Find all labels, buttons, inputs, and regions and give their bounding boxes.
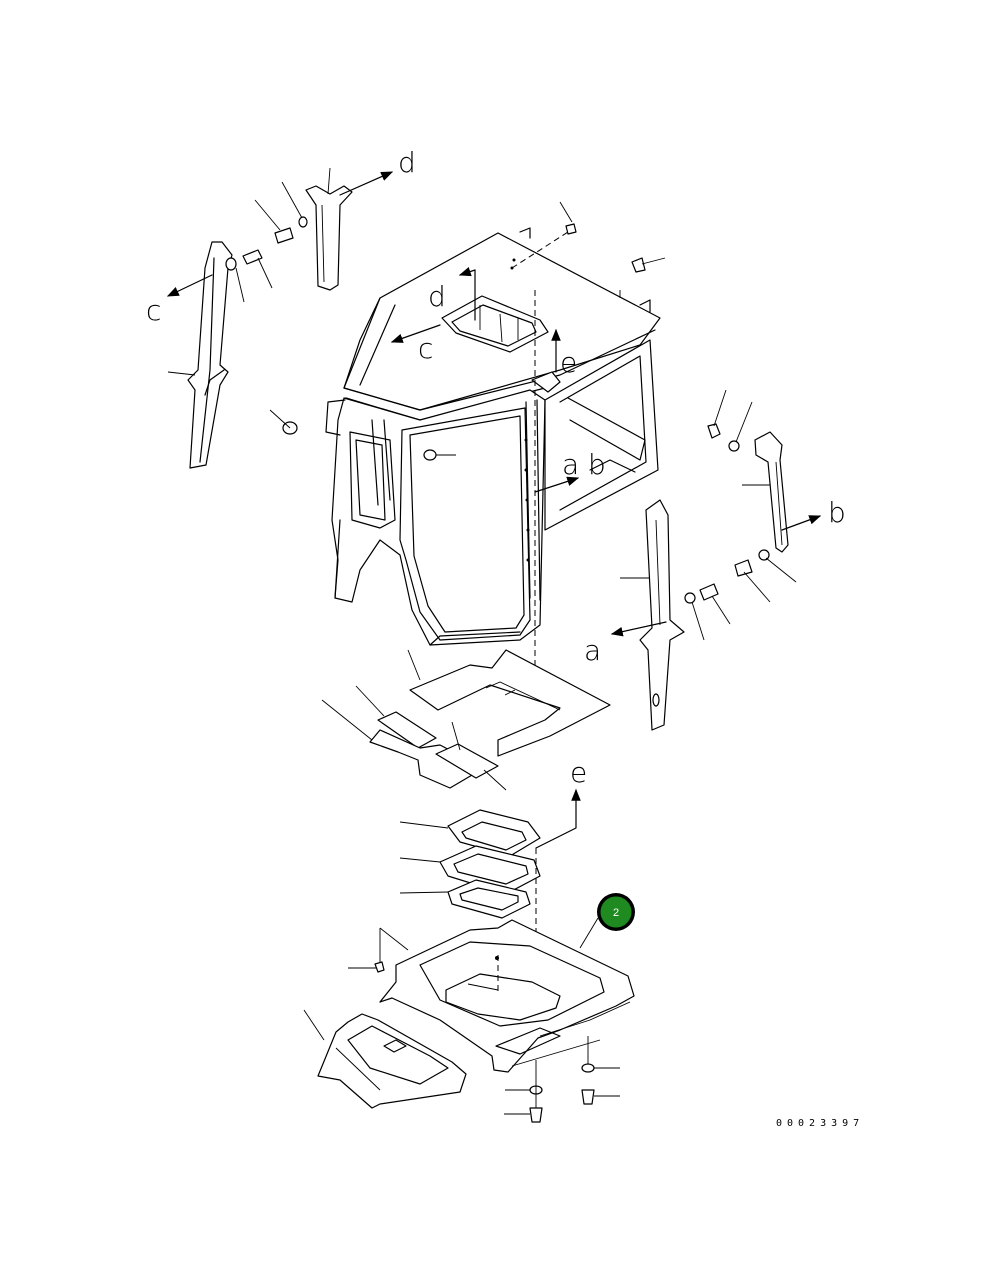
callout-badge-number: 2	[613, 907, 619, 919]
arrow-e-lower: e	[535, 756, 587, 1000]
label-d-top: d	[398, 146, 416, 179]
left-pillar-bolts	[225, 249, 273, 303]
label-a-cab: a	[562, 448, 579, 481]
label-c-roof: c	[418, 332, 433, 365]
left-front-pillar-cover	[167, 241, 233, 469]
floor-bolts	[348, 961, 620, 1123]
drawing-number: 00023397	[776, 1118, 864, 1129]
arrow-c-roof: c	[390, 324, 441, 365]
callout-badge-2[interactable]: 2	[597, 893, 635, 931]
arrow-d-top: d	[339, 146, 416, 196]
cab-frame	[325, 227, 661, 646]
duct-bolts	[254, 181, 308, 244]
label-a-right: a	[584, 634, 601, 667]
label-b-right: b	[828, 496, 846, 529]
floor-mat-upper	[407, 649, 611, 757]
label-c-left: c	[146, 294, 161, 327]
right-rear-pillar-cover	[742, 431, 789, 553]
right-pillar-fasteners	[707, 389, 797, 603]
arrow-b-right: b	[781, 496, 846, 531]
center-duct	[305, 167, 353, 291]
hatch-gasket-middle	[399, 845, 541, 895]
hatch-gasket-lower	[399, 879, 531, 919]
floor-console-cover	[303, 1009, 467, 1109]
arrow-a-right: a	[584, 621, 667, 667]
arrow-a-cab: a	[534, 448, 579, 493]
arrow-e-roof: e	[551, 328, 577, 379]
floor-mat-lower	[321, 685, 507, 791]
arrow-c-left: c	[146, 274, 213, 327]
label-d-roof: d	[428, 280, 446, 313]
right-front-pillar-cover	[620, 499, 685, 731]
arrow-d-roof: d	[428, 267, 476, 321]
callout-badge-fill	[600, 896, 632, 928]
roof-grommets	[269, 201, 666, 461]
arrow-b-cab: b	[588, 448, 606, 481]
right-front-fasteners	[684, 583, 731, 641]
label-e-lower: e	[570, 756, 587, 789]
cab-floor-plate	[379, 917, 635, 1073]
label-e-roof: e	[560, 346, 577, 379]
hatch-gasket-upper	[399, 809, 541, 857]
label-b-cab: b	[588, 448, 606, 481]
